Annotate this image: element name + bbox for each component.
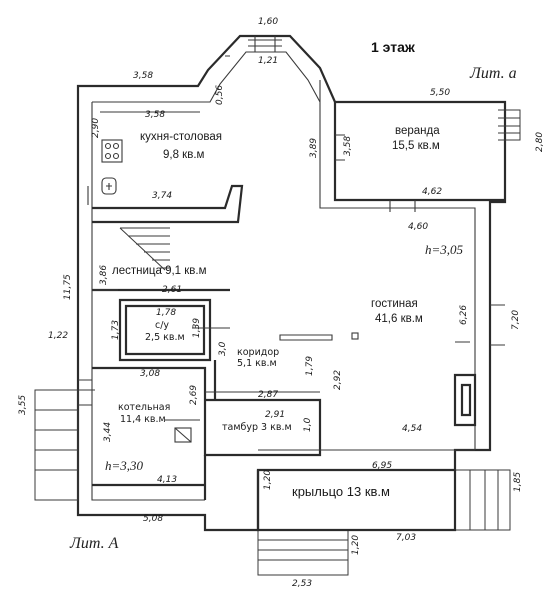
boiler-bottom [92,455,207,500]
window-top [254,36,416,212]
dim-label: 1,60 [258,17,278,27]
dim-label: 4,62 [422,187,442,197]
dim-label: 5,08 [143,514,163,524]
porch-label: крыльцо 13 кв.м [292,484,390,499]
dim-label: 3,58 [145,110,165,120]
dim-label: 1,39 [192,318,202,338]
dim-label: 5,50 [430,88,450,98]
height-lower: h=3,30 [105,458,144,473]
dim-label: 4,54 [402,424,422,434]
dim-label: 3,89 [309,138,319,158]
wc-area: 2,5 кв.м [145,332,185,343]
kitchen-area: 9,8 кв.м [163,149,205,161]
dim-label: 2,80 [535,132,545,152]
dim-label: 1,73 [111,320,121,340]
height-upper: h=3,05 [425,242,464,257]
inner-wall [91,51,476,501]
wc-walls [118,298,212,362]
dim-label: 4,13 [157,475,177,485]
corridor-area: 5,1 кв.м [237,358,277,369]
dim-label: 1,85 [513,472,523,492]
window-kitchen [335,134,345,161]
outer-wall [76,34,507,532]
dim-label: 1,22 [48,331,68,341]
living-divider [279,334,333,341]
veranda-name: веранда [395,125,440,137]
dim-label: 6,95 [372,461,392,471]
dim-label: 3,55 [18,395,28,415]
dim-label: 2,69 [189,385,199,405]
dim-label: 0,56 [215,85,225,105]
dimension-labels: 1,60 1,21 3,58 3,58 0,56 5,50 2,90 3,89 … [18,17,545,589]
dim-label: 6,26 [459,305,469,325]
kitchen-bottom-wall [92,184,244,224]
kitchen-name: кухня-столовая [140,131,222,143]
dim-label: 1,20 [351,535,361,555]
lit-A-label: Лит. А [69,535,119,552]
dim-label: 2,53 [292,579,312,589]
dim-label: 4,60 [408,222,428,232]
dim-label: 2,91 [265,410,285,420]
lit-a-label: Лит. а [469,65,517,82]
dim-label: 1,78 [156,308,176,318]
dim-label: 1,21 [258,56,278,66]
boiler-name: котельная [118,402,170,413]
dim-label: 2,61 [162,285,182,295]
dim-label: 11,75 [63,274,73,300]
dim-label: 2,90 [91,118,101,138]
veranda-area: 15,5 кв.м [392,140,440,152]
tambour-label: тамбур 3 кв.м [222,422,292,433]
dim-label: 3,0 [218,341,228,356]
floor-title: 1 этаж [371,39,416,55]
stair-label: лестница 9,1 кв.м [112,265,207,277]
dim-label: 3,74 [152,191,172,201]
dim-label: 1,20 [263,470,273,490]
dim-label: 2,92 [333,370,343,390]
boiler-area: 11,4 кв.м [120,414,166,425]
dim-label: 3,58 [133,71,153,81]
window-left [78,379,92,406]
fireplace [453,373,477,427]
dim-label: 7,03 [396,533,416,543]
living-name: гостиная [371,298,418,310]
living-area: 41,6 кв.м [375,313,423,325]
dim-label: 3,58 [343,136,353,156]
dim-label: 2,87 [258,390,278,400]
wc-name: с/у [155,320,169,331]
column-marker [351,332,359,340]
dim-label: 3,08 [140,369,160,379]
corridor-name: коридор [237,347,279,358]
staircase [34,39,521,576]
dim-label: 3,86 [99,265,109,285]
corridor-walls [92,360,322,457]
dim-label: 3,44 [103,422,113,442]
dim-label: 1,0 [303,417,313,432]
dim-label: 1,79 [305,356,315,376]
dim-label: 7,20 [511,310,521,330]
